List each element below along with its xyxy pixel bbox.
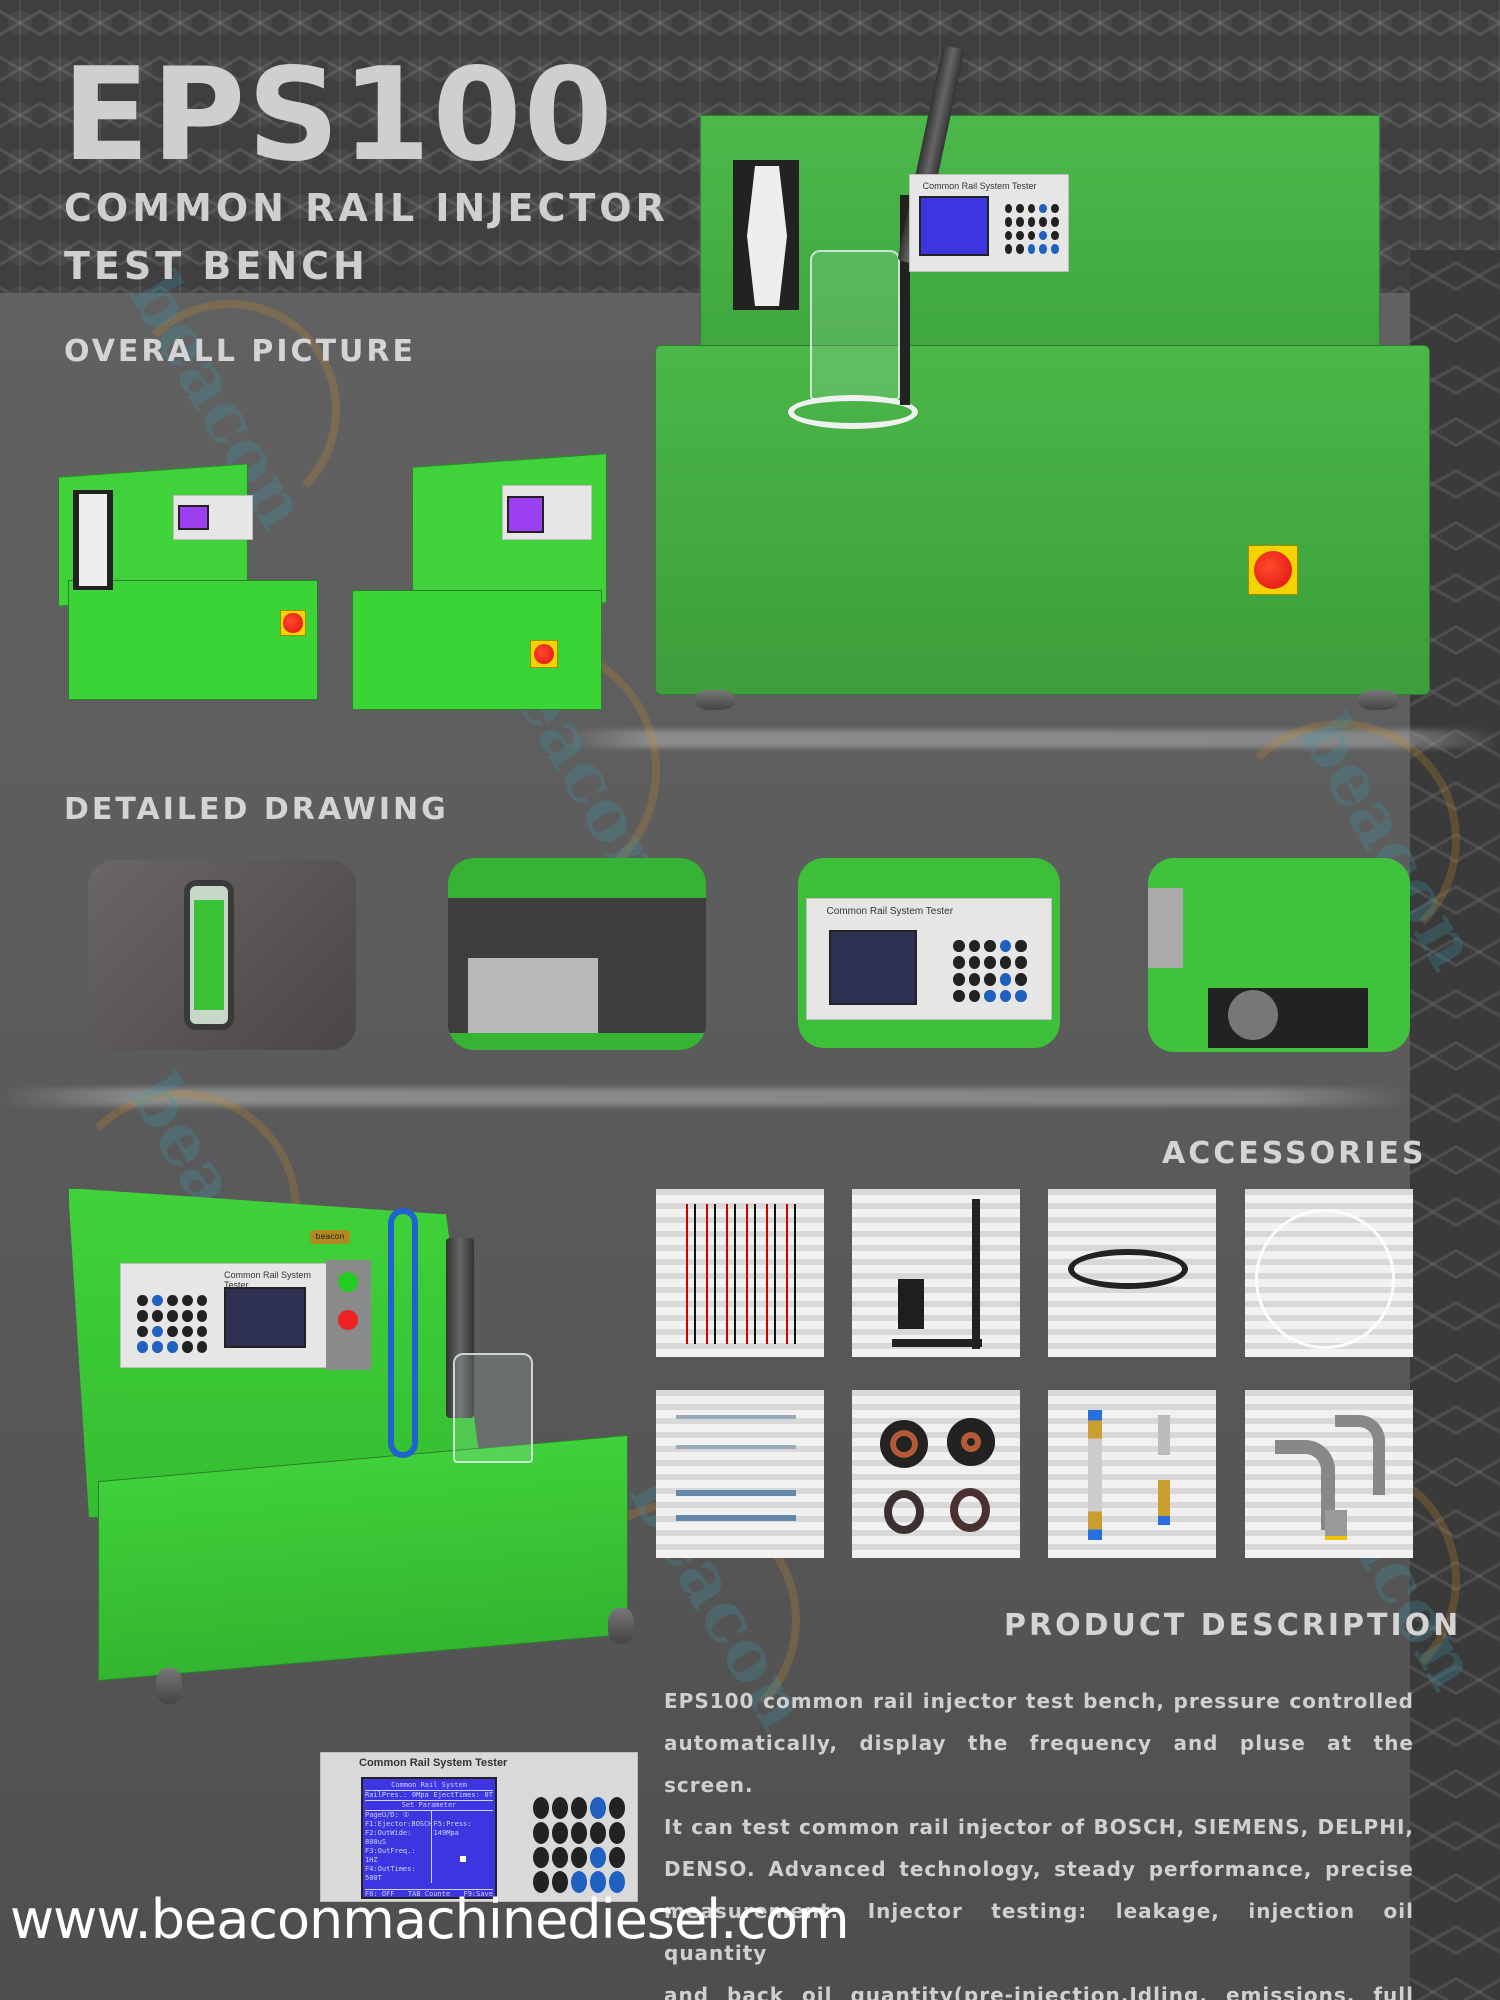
beaker-ring	[788, 395, 918, 429]
accessory-elbow-fittings	[1245, 1390, 1413, 1558]
accessory-oil-hose	[1245, 1189, 1413, 1357]
detail-thumb-motor	[1148, 858, 1410, 1052]
description-line: automatically, display the frequency and…	[664, 1731, 1414, 1797]
lcd-inset-panel: Common Rail System Tester Common Rail Sy…	[320, 1752, 638, 1902]
start-stop-panel	[326, 1260, 371, 1370]
lcd-inset-keypad	[533, 1797, 625, 1893]
side-machine-image: Common Rail System Tester beacon	[58, 1188, 638, 1728]
accessory-cable-adapters	[656, 1189, 824, 1357]
lcd-inset-screen: Common Rail System RailPres.: 0Mpa Eject…	[361, 1777, 497, 1899]
hero-machine-image: Common Rail System Tester	[650, 45, 1440, 745]
description-line: EPS100 common rail injector test bench, …	[664, 1689, 1414, 1713]
main-power-switch	[1248, 545, 1298, 595]
lcd-inset-panel-title: Common Rail System Tester	[359, 1757, 508, 1769]
side-control-panel: Common Rail System Tester	[120, 1263, 328, 1368]
accessory-measuring-cylinders	[656, 1390, 824, 1558]
section-heading-overall: OVERALL PICTURE	[64, 334, 416, 369]
detail-thumb-oil-window	[88, 860, 356, 1050]
measuring-rack	[733, 160, 799, 310]
leveling-foot	[1358, 690, 1398, 710]
accessory-clamp-stand	[852, 1189, 1020, 1357]
overall-picture-right	[352, 453, 612, 740]
blue-hose	[388, 1208, 418, 1458]
product-subtitle-line2: TEST BENCH	[64, 244, 369, 288]
section-heading-detailed: DETAILED DRAWING	[64, 792, 449, 827]
description-line: measurement. Injector testing: leakage, …	[664, 1899, 1414, 1965]
lcd-screen	[919, 196, 989, 256]
accessory-power-cord	[1048, 1189, 1216, 1357]
description-line: It can test common rail injector of BOSC…	[664, 1815, 1414, 1839]
lcd-footer-row: F6: OFF TAB Counte F9:Save	[365, 1889, 493, 1898]
glass-beaker	[810, 250, 900, 400]
control-panel: Common Rail System Tester	[909, 174, 1069, 272]
lcd-status-row: RailPres.: 0Mpa EjectTimes: 0T	[365, 1791, 493, 1801]
product-model-title: EPS100	[62, 41, 615, 190]
lcd-screen-title: Common Rail System	[365, 1781, 493, 1791]
description-line: DENSO. Advanced technology, steady perfo…	[664, 1857, 1414, 1881]
detail-thumb-internal-wiring	[448, 858, 706, 1050]
leveling-foot	[156, 1668, 182, 1704]
accessory-rubber-seals	[852, 1390, 1020, 1558]
detail-thumb-control-panel: Common Rail System Tester	[798, 858, 1060, 1048]
overall-picture-left	[58, 463, 322, 720]
product-subtitle-line1: COMMON RAIL INJECTOR	[64, 186, 669, 230]
product-description: EPS100 common rail injector test bench, …	[664, 1680, 1414, 2000]
injector	[446, 1238, 474, 1418]
leveling-foot	[608, 1608, 634, 1644]
honeycomb-side-strip	[1410, 250, 1500, 2000]
divider-glow-2	[0, 1088, 1410, 1106]
section-heading-description: PRODUCT DESCRIPTION	[1004, 1608, 1462, 1643]
leveling-foot	[695, 690, 735, 710]
brand-badge: beacon	[310, 1230, 350, 1244]
keypad	[1004, 203, 1059, 254]
lcd-set-parameter: Set Parameter	[365, 1801, 493, 1811]
lcd-parameter-block: PageU/D: ① F1:Ejector:BOSCH F2:OutWide: …	[365, 1811, 472, 1883]
description-line: and back oil quantity(pre-injection,Idli…	[664, 1983, 1414, 2000]
injector-stand	[900, 195, 910, 405]
glass-beaker	[453, 1353, 533, 1463]
control-panel-title: Common Rail System Tester	[922, 180, 1037, 191]
machine-base-cabinet	[655, 345, 1430, 695]
website-url[interactable]: www.beaconmachinediesel.com	[10, 1888, 850, 1951]
divider-glow-1	[560, 730, 1500, 748]
accessory-quick-connectors	[1048, 1390, 1216, 1558]
section-heading-accessories: ACCESSORIES	[1162, 1136, 1427, 1171]
